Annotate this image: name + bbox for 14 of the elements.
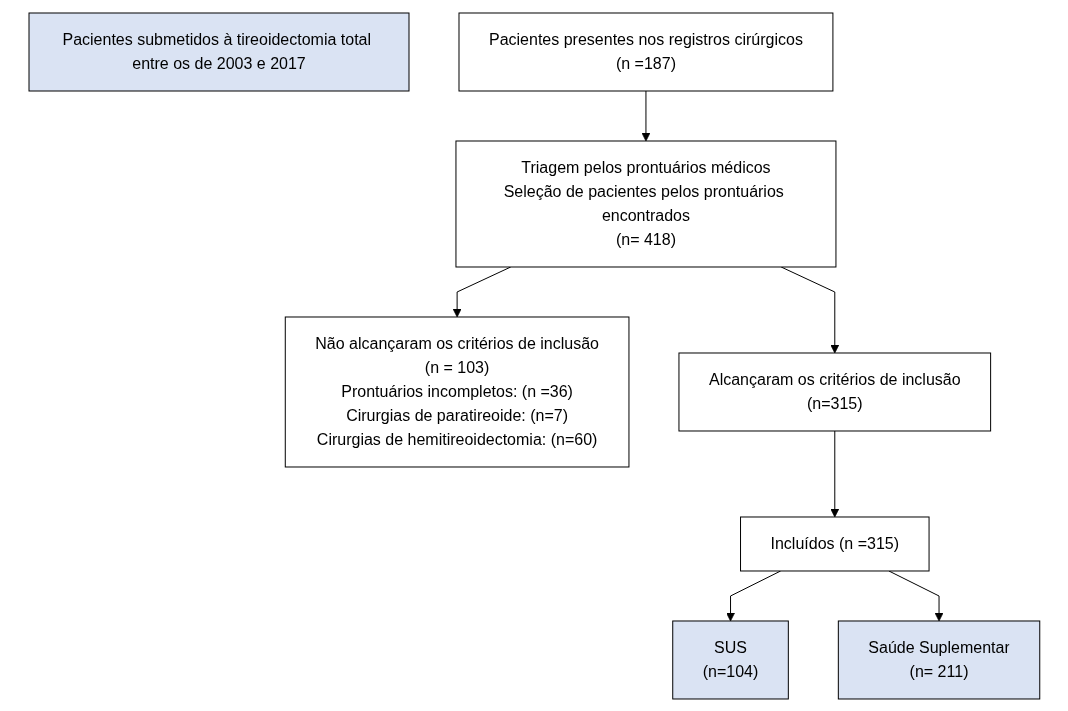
- arrow: [830, 430, 839, 517]
- arrow: [780, 266, 839, 353]
- arrow: [888, 570, 944, 621]
- arrow: [641, 90, 650, 141]
- node-box: Triagem pelos prontuários médicos Seleção de pacientes pelos prontuários encontrados (n= 418): [455, 140, 837, 267]
- node-box: Pacientes submetidos à tireoidectomia total entre os de 2003 e 2017: [28, 12, 410, 91]
- node-box: Incluídos (n =315): [739, 516, 930, 571]
- node-box: Alcançaram os critérios de inclusão (n=315): [678, 352, 991, 431]
- node-box: Saúde Suplementar (n= 211): [837, 620, 1040, 699]
- node-box: Não alcançaram os critérios de inclusão (n = 103) Prontuários incompletos: (n =36) Cirurgias de paratireoide: (n=7) Cirurgias de hemitireoidectomia: (n=60): [284, 316, 630, 467]
- node-box: SUS (n=104): [671, 620, 789, 699]
- arrow: [725, 570, 781, 621]
- node-box: Pacientes presentes nos registros cirúrgicos (n =187): [458, 12, 833, 91]
- arrow: [452, 266, 511, 317]
